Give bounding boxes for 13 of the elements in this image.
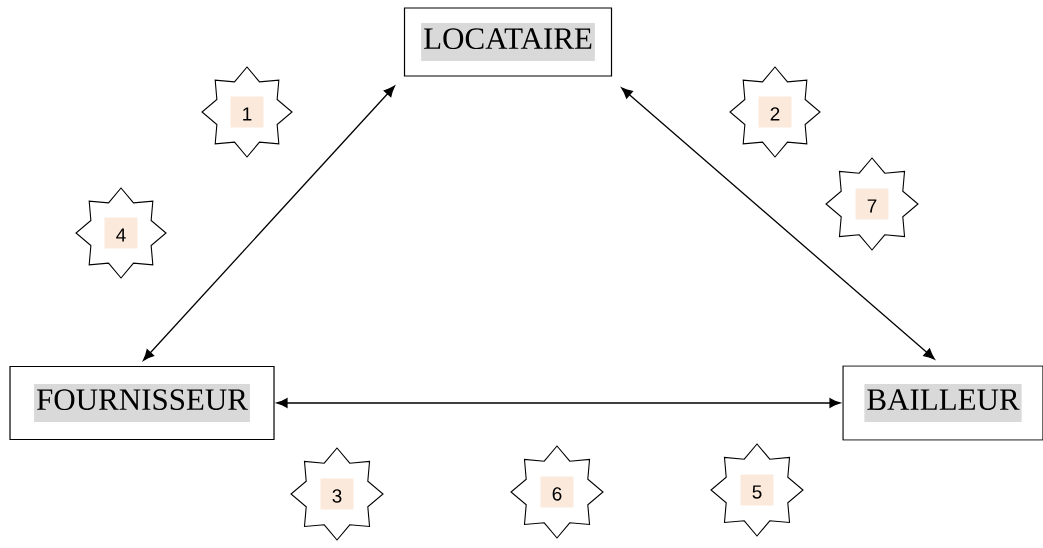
double-arrow — [621, 87, 935, 360]
star-badge: 2 — [729, 66, 821, 158]
double-arrow — [276, 398, 841, 408]
entity-box: FOURNISSEUR — [9, 365, 275, 441]
star-badge: 1 — [201, 66, 293, 158]
star-badge: 4 — [75, 187, 167, 279]
star-badge: 6 — [510, 445, 604, 539]
double-arrow — [143, 85, 395, 361]
entity-box: BAILLEUR — [842, 365, 1043, 441]
entity-box: LOCATAIRE — [403, 7, 613, 77]
star-badge: 7 — [825, 157, 919, 251]
star-badge: 5 — [710, 443, 804, 537]
star-badge: 3 — [290, 447, 384, 541]
